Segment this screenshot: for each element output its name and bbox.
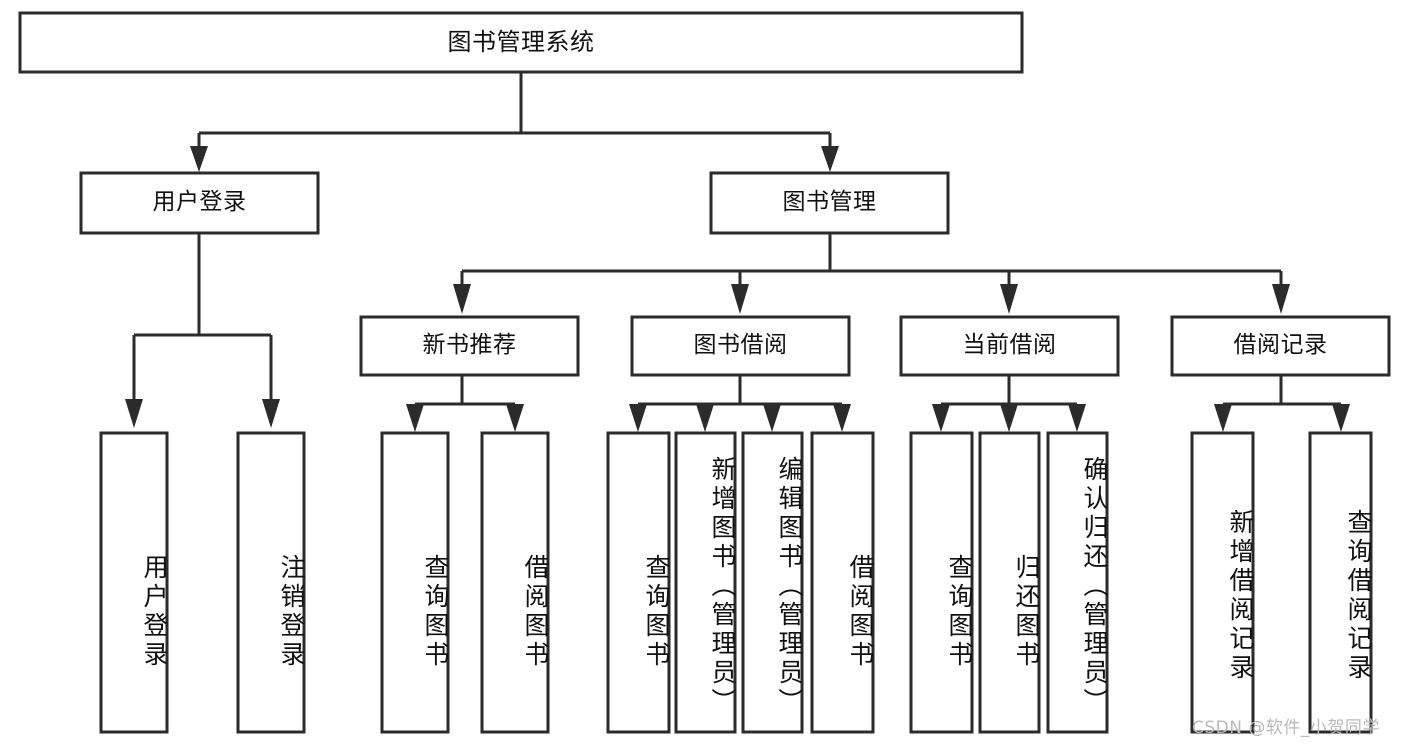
- node-box-leaf-borrow-book-1[interactable]: [480, 431, 550, 734]
- arrowhead-leaf-query-record: [1332, 404, 1350, 432]
- node-box-root[interactable]: [18, 11, 1024, 74]
- node-box-leaf-confirm-return[interactable]: [1046, 431, 1109, 734]
- csdn-watermark: CSDN @软件_小贺同学: [1192, 718, 1380, 738]
- arrowhead-leaf-query-book-1: [406, 404, 424, 432]
- node-box-leaf-query-book-2[interactable]: [606, 431, 671, 734]
- connector-new-book-recommend-to-leaves: [406, 375, 524, 432]
- node-box-leaf-query-book-3[interactable]: [909, 431, 974, 734]
- arrowhead-leaf-user-logout: [262, 399, 280, 428]
- node-box-book-borrow[interactable]: [630, 315, 851, 377]
- node-box-leaf-edit-book[interactable]: [741, 431, 804, 734]
- arrowhead-leaf-edit-book: [763, 404, 781, 432]
- node-box-leaf-query-book-1[interactable]: [380, 431, 450, 734]
- node-box-leaf-add-record[interactable]: [1190, 431, 1255, 734]
- node-box-leaf-return-book[interactable]: [978, 431, 1041, 734]
- arrowhead-current-borrow: [1000, 284, 1018, 314]
- node-box-leaf-add-book[interactable]: [674, 431, 737, 734]
- arrowhead-leaf-query-book-2: [629, 404, 647, 432]
- arrowhead-leaf-add-record: [1214, 404, 1232, 432]
- node-box-new-book-recommend[interactable]: [359, 315, 580, 377]
- arrowhead-leaf-borrow-book-1: [506, 404, 524, 432]
- connector-borrow-record-to-leaves: [1214, 375, 1350, 432]
- node-box-book-management[interactable]: [709, 171, 950, 235]
- arrowhead-book-borrow: [731, 284, 749, 314]
- arrowhead-borrow-record: [1272, 284, 1290, 314]
- connector-book-borrow-to-leaves: [629, 375, 851, 432]
- arrowhead-new-book-recommend: [453, 284, 471, 314]
- node-box-current-borrow[interactable]: [899, 315, 1120, 377]
- node-box-leaf-borrow-book-2[interactable]: [810, 431, 875, 734]
- node-box-leaf-user-logout[interactable]: [236, 431, 306, 734]
- connector-book-management-to-level2: [453, 233, 1290, 314]
- arrowhead-user-login: [190, 146, 208, 172]
- arrowhead-leaf-borrow-book-2: [833, 404, 851, 432]
- arrowhead-book-management: [821, 146, 839, 172]
- node-box-borrow-record[interactable]: [1170, 315, 1391, 377]
- arrowhead-leaf-user-login: [125, 399, 143, 428]
- node-box-leaf-query-record[interactable]: [1308, 431, 1373, 734]
- node-box-user-login[interactable]: [79, 171, 320, 235]
- node-box-leaf-user-login[interactable]: [99, 431, 169, 734]
- connector-current-borrow-to-leaves: [932, 375, 1086, 432]
- arrowhead-leaf-return-book: [1000, 404, 1018, 432]
- arrowhead-leaf-query-book-3: [932, 404, 950, 432]
- arrowhead-leaf-add-book: [696, 404, 714, 432]
- connector-root-to-level1: [190, 72, 839, 172]
- arrowhead-leaf-confirm-return: [1068, 404, 1086, 432]
- connector-user-login-to-leaves: [125, 233, 280, 428]
